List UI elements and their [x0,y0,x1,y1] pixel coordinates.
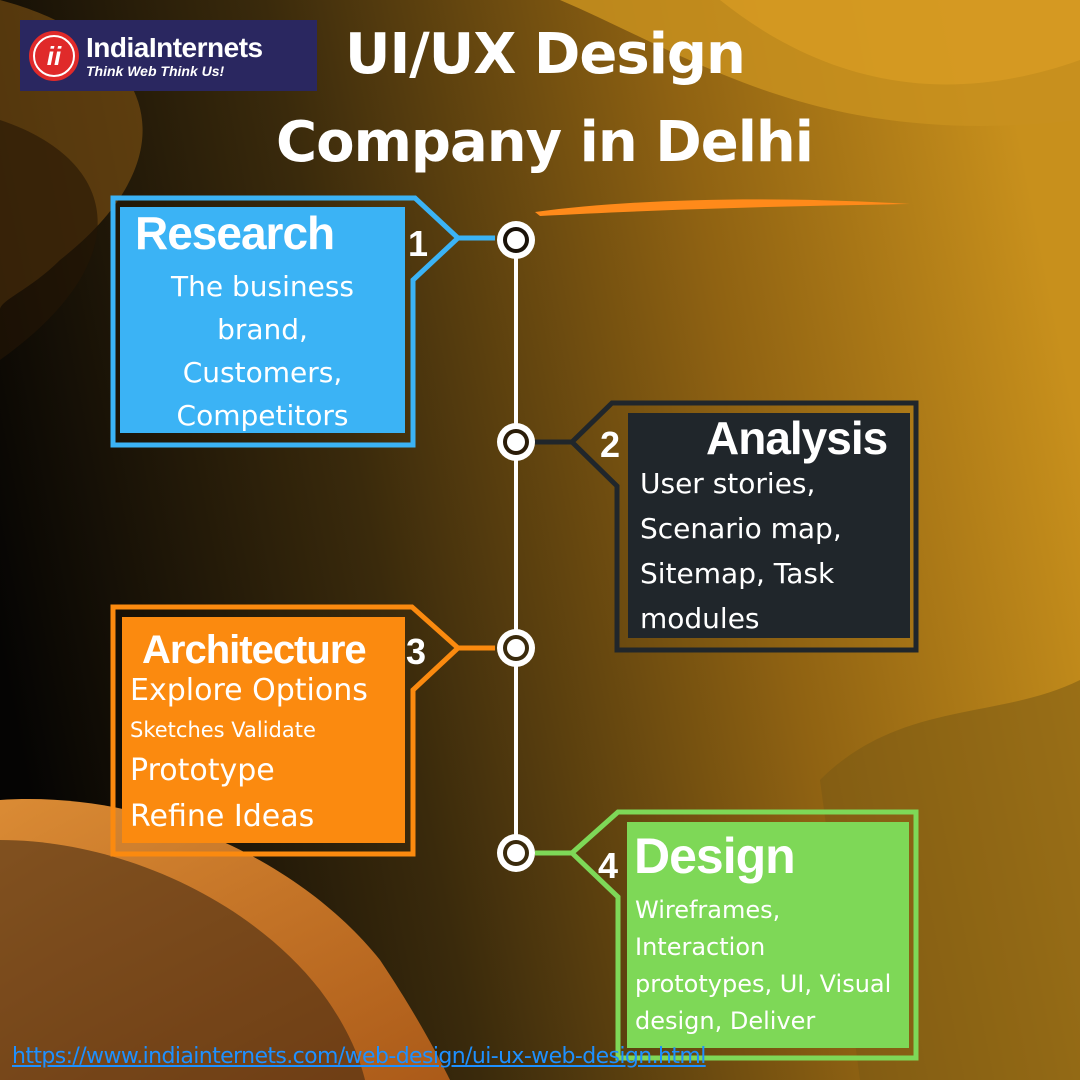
step-2-heading: Analysis [706,412,888,464]
page-title-line-2: Company in Delhi [276,110,814,175]
step-2-body: User stories, Scenario map, Sitemap, Tas… [640,461,910,641]
step-4-line: prototypes, UI, Visual [635,970,892,998]
step-1-line: brand, [217,313,308,346]
brand-tagline: Think Web Think Us! [86,62,225,79]
title-underline-swoosh [535,199,910,216]
timeline-node-icon [497,221,535,259]
step-1-line: Customers, [182,356,343,389]
step-4-heading: Design [634,828,796,884]
step-2-line: User stories, [640,467,816,500]
timeline-node-icon [497,423,535,461]
step-3-number: 3 [406,631,427,672]
step-4-line: Interaction [635,933,766,961]
logo-mark-icon: ii [29,30,79,81]
step-3-body: Explore Options Sketches Validate Protot… [130,670,410,840]
step-2-number: 2 [600,424,621,465]
brand-logo[interactable]: ii IndiaInternets Think Web Think Us! [20,20,317,91]
logo-text: IndiaInternets Think Web Think Us! [86,31,263,79]
svg-text:ii: ii [47,41,62,71]
step-1-research-card [110,195,495,448]
step-2-line: modules [640,602,760,635]
step-4-design-card [535,809,919,1061]
step-4-line: design, Deliver [635,1007,816,1035]
step-4-body: Wireframes, Interaction prototypes, UI, … [635,892,917,1040]
step-1-body: The business brand, Customers, Competito… [120,265,405,437]
step-2-analysis-card [535,400,919,653]
step-3-line: Sketches Validate [130,718,316,742]
timeline-node-icon [497,834,535,872]
step-2-line: Scenario map, [640,512,842,545]
step-2-line: Sitemap, Task [640,557,835,590]
step-3-line: Refine Ideas [130,799,315,834]
step-3-line: Prototype [130,753,275,788]
step-1-line: The business [170,270,354,303]
brand-name: IndiaInternets [86,31,263,63]
step-1-number: 1 [408,223,429,264]
page-title-line-1: UI/UX Design [345,22,746,87]
step-1-line: Competitors [176,399,349,432]
step-3-line: Explore Options [130,673,368,708]
footer-url-link[interactable]: https://www.indiainternets.com/web-desig… [12,1044,706,1069]
timeline-node-icon [497,629,535,667]
step-1-heading: Research [135,207,335,259]
step-3-architecture-card [110,604,495,857]
step-4-line: Wireframes, [635,896,781,924]
step-3-heading: Architecture [142,628,367,672]
step-4-number: 4 [598,845,619,886]
